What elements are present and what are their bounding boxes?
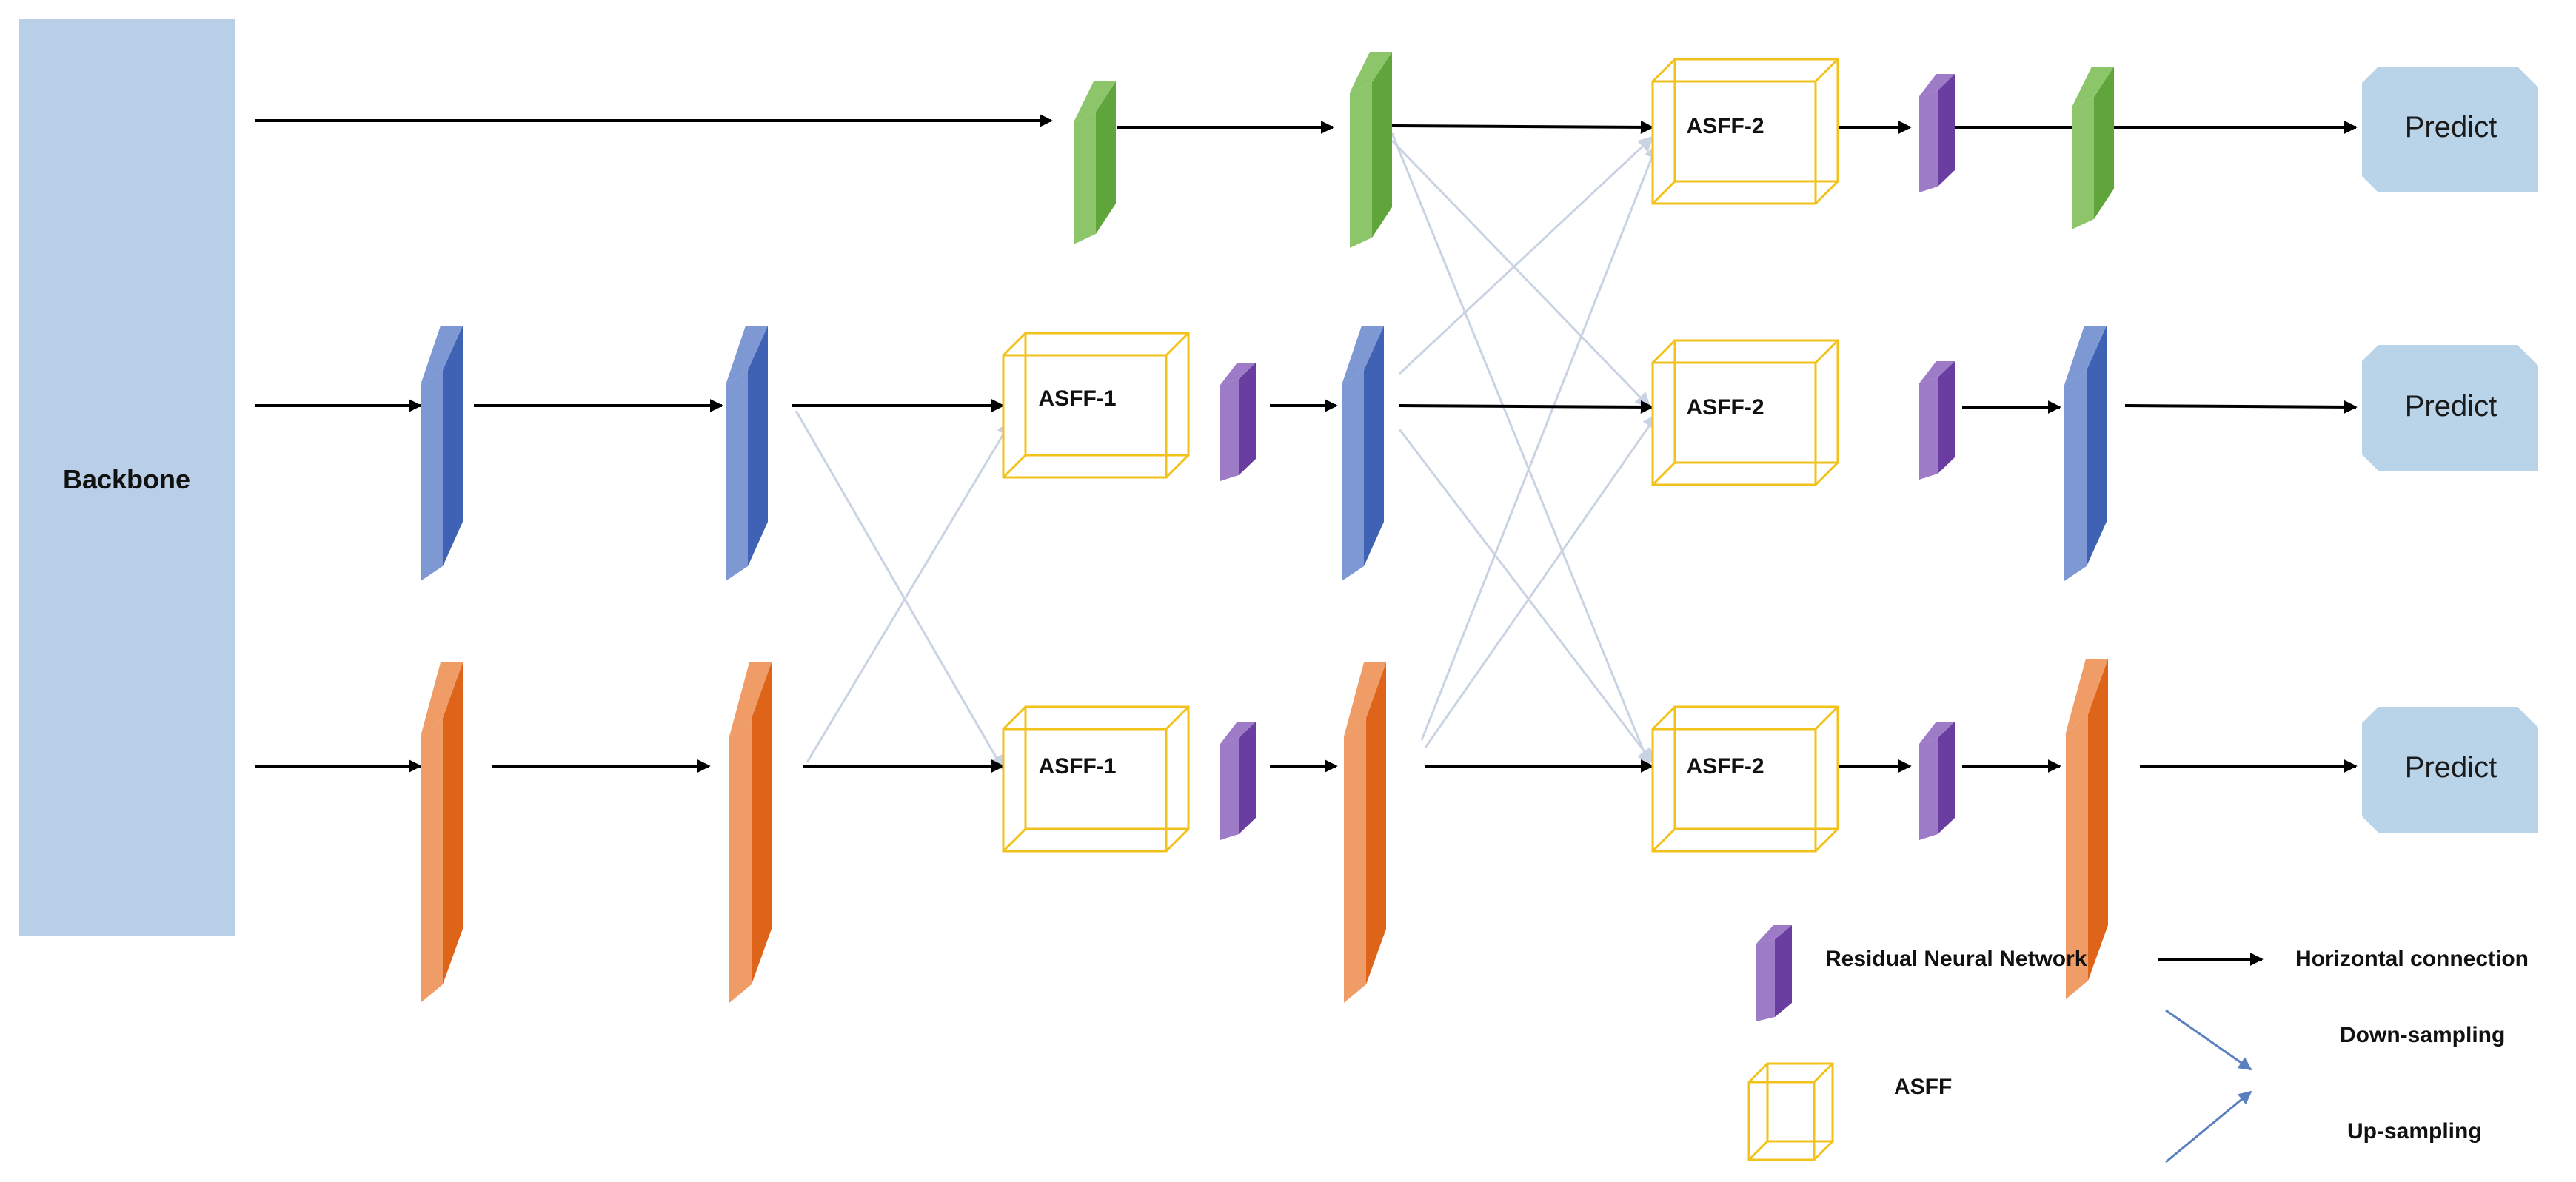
cross-line-orange-to-asff1-mid: [806, 420, 1012, 763]
asff1-mid-label: ASFF-1: [1039, 386, 1117, 411]
green-feature-map-1: [1074, 81, 1116, 244]
blue-feature-map-2: [726, 326, 768, 581]
resnet-block-top: [1919, 74, 1955, 192]
asff2-top: ASFF-2: [1651, 58, 1839, 205]
legend-horizontal-label: Horizontal connection: [2295, 947, 2529, 971]
green-feature-map-3: [2072, 67, 2114, 229]
legend: Residual Neural Network Horizontal conne…: [1825, 947, 2529, 1163]
cross-line-orange-to-asff2-top: [1420, 143, 1659, 741]
blue-feature-map-3: [1342, 326, 1384, 581]
asff2-top-label: ASFF-2: [1687, 114, 1764, 138]
asff1-bot: ASFF-1: [1002, 705, 1190, 853]
legend-asff-icon: [1747, 1062, 1834, 1161]
resnet-block-mid: [1220, 363, 1256, 481]
asff1-bot-label: ASFF-1: [1039, 754, 1117, 779]
orange-feature-map-3: [1344, 662, 1386, 1003]
backbone-label: Backbone: [63, 464, 190, 494]
cross-line-green-to-asff2-mid: [1391, 139, 1651, 409]
h-arrow: [1399, 400, 1654, 414]
predict-heads: Predict Predict Predict: [2362, 67, 2538, 833]
cross-line-blue-to-asff2-top: [1398, 135, 1654, 375]
asff2-bot-label: ASFF-2: [1687, 754, 1764, 779]
resnet-block-bot: [1220, 722, 1256, 840]
cross-line-blue-to-asff2-bot: [1398, 429, 1654, 764]
predict-mid-label: Predict: [2405, 390, 2498, 423]
predict-bot: Predict: [2362, 707, 2538, 833]
resnet-block-bot-2: [1919, 722, 1955, 840]
h-arrow: [2124, 400, 2358, 414]
h-arrow: [1391, 120, 1654, 134]
asff-modules: ASFF-1 ASFF-1 ASFF-2 ASFF-2 ASFF-2: [1002, 58, 1839, 1161]
blue-feature-map-4: [2064, 326, 2107, 581]
asff2-mid-label: ASFF-2: [1687, 395, 1764, 420]
cross-line-green-to-asff2-bot: [1391, 132, 1652, 768]
legend-resnet-icon: [1756, 925, 1792, 1021]
legend-asff-label: ASFF: [1894, 1075, 1952, 1099]
orange-feature-map-1: [421, 662, 463, 1003]
resnet-block-mid-2: [1919, 361, 1955, 480]
predict-bot-label: Predict: [2405, 751, 2498, 784]
asff2-mid: ASFF-2: [1651, 339, 1839, 486]
cross-line-orange-to-asff2-mid: [1424, 413, 1659, 748]
asff2-bot: ASFF-2: [1651, 705, 1839, 853]
cross-line-blue-to-asff1-bot: [794, 410, 1005, 771]
horizontal-connections: [255, 114, 2358, 773]
legend-down-label: Down-sampling: [2340, 1023, 2505, 1047]
predict-top-label: Predict: [2405, 111, 2498, 144]
legend-resnet-label: Residual Neural Network: [1825, 947, 2087, 971]
orange-feature-map-2: [729, 662, 772, 1003]
predict-top: Predict: [2362, 67, 2538, 192]
legend-down-arrow: [2165, 1009, 2252, 1071]
green-feature-map-2: [1350, 52, 1392, 248]
legend-up-arrow: [2165, 1090, 2252, 1163]
orange-feature-map-4: [2066, 659, 2108, 999]
cross-connections: [794, 132, 1659, 771]
blue-feature-map-1: [421, 326, 463, 581]
backbone-block: Backbone: [19, 19, 235, 936]
asff1-mid: ASFF-1: [1002, 332, 1190, 479]
feature-maps: [421, 52, 2114, 1021]
predict-mid: Predict: [2362, 345, 2538, 471]
legend-up-label: Up-sampling: [2347, 1119, 2482, 1144]
